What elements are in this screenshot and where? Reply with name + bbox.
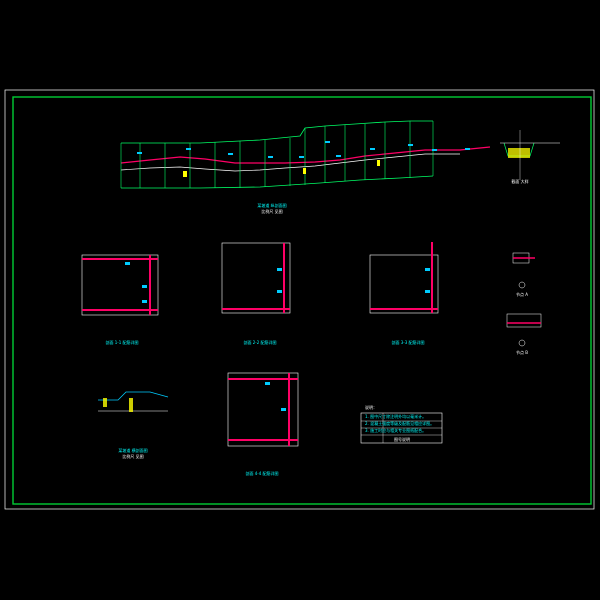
profile-top-line <box>121 120 433 144</box>
detail-a-title: 节点 A <box>516 291 528 297</box>
section-3: 剖面 3-3 配筋详图 <box>369 242 439 345</box>
note-1: 1. 图中尺寸除注明外均以毫米计。 <box>365 413 426 419</box>
profile-view: 某坡道 纵剖面图 比例尺 见图 <box>120 120 491 214</box>
outer-frame <box>4 89 595 510</box>
top-right-title: 截面 大样 <box>511 178 528 184</box>
small-section: 某坡道 横剖面图 比例尺 见图 <box>98 391 169 459</box>
section-1: 剖面 1-1 配筋详图 <box>81 254 159 345</box>
profile-detail-marks <box>183 160 380 177</box>
top-right-detail: 截面 大样 <box>500 130 560 184</box>
notes-table: 说明： 1. 图中尺寸除注明外均以毫米计。 2. 混凝土强度等级及配筋见相应详图… <box>360 404 443 444</box>
top-right-section-fill <box>508 148 530 158</box>
notes-heading: 说明： <box>365 404 377 410</box>
small-section-title: 某坡道 横剖面图 <box>118 447 147 453</box>
title-block-label: 图号说明 <box>394 436 410 442</box>
section-3-title: 剖面 3-3 配筋详图 <box>391 339 424 345</box>
detail-b-title: 节点 B <box>516 349 528 355</box>
profile-subtitle: 比例尺 见图 <box>261 208 282 214</box>
section-4: 剖面 4-4 配筋详图 <box>227 372 299 476</box>
section-4-title: 剖面 4-4 配筋详图 <box>245 470 278 476</box>
inner-frame <box>12 96 592 505</box>
detail-a: 节点 A <box>512 252 535 297</box>
note-2: 2. 混凝土强度等级及配筋见相应详图。 <box>365 420 434 426</box>
section-1-title: 剖面 1-1 配筋详图 <box>105 339 138 345</box>
profile-bottom-line <box>121 175 434 189</box>
note-3: 3. 施工时应与相关专业图纸配合。 <box>365 427 426 433</box>
section-2: 剖面 2-2 配筋详图 <box>221 242 291 345</box>
profile-rebar-marks <box>137 141 470 158</box>
small-section-subtitle: 比例尺 见图 <box>122 453 143 459</box>
profile-ticks <box>120 121 434 188</box>
detail-b: 节点 B <box>506 313 542 355</box>
profile-title: 某坡道 纵剖面图 <box>257 202 286 208</box>
section-2-title: 剖面 2-2 配筋详图 <box>243 339 276 345</box>
profile-slab <box>120 146 491 172</box>
